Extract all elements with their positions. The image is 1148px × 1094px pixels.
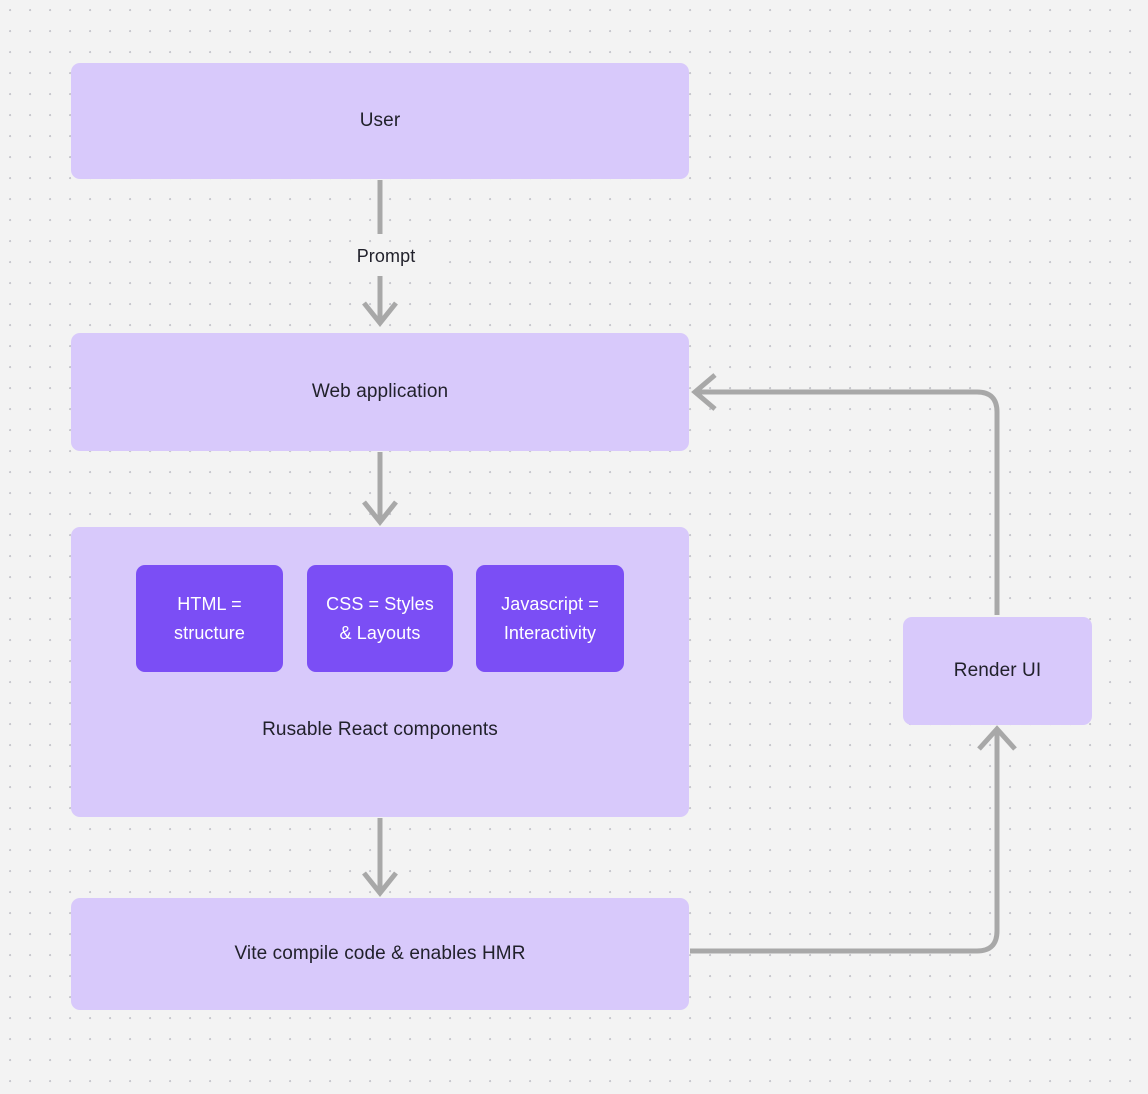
- node-render-ui-label: Render UI: [953, 659, 1042, 681]
- node-javascript-label: Javascript = Interactivity: [501, 593, 599, 643]
- node-user[interactable]: User: [71, 63, 689, 179]
- node-html[interactable]: HTML = structure: [136, 565, 283, 672]
- edge-components-to-vite: [362, 818, 398, 898]
- node-render-ui[interactable]: Render UI: [903, 617, 1092, 725]
- node-user-label: User: [359, 109, 401, 131]
- edge-web-application-to-components: [362, 452, 398, 527]
- node-components-group-label: Rusable React components: [262, 719, 498, 740]
- node-web-application-label: Web application: [311, 380, 449, 402]
- node-css[interactable]: CSS = Styles & Layouts: [307, 565, 453, 672]
- node-css-label: CSS = Styles & Layouts: [326, 593, 434, 643]
- node-web-application[interactable]: Web application: [71, 333, 689, 451]
- node-javascript[interactable]: Javascript = Interactivity: [476, 565, 624, 672]
- edge-label-prompt: Prompt: [340, 245, 432, 268]
- node-vite[interactable]: Vite compile code & enables HMR: [71, 898, 689, 1010]
- edge-vite-to-render-ui: [690, 725, 1017, 954]
- node-vite-label: Vite compile code & enables HMR: [234, 942, 526, 964]
- edge-render-ui-to-web-application: [691, 373, 1000, 615]
- node-html-label: HTML = structure: [174, 593, 245, 643]
